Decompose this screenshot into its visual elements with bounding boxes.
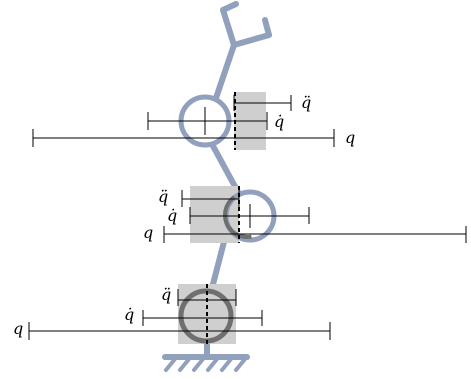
joint-3-acc-label: q̈ xyxy=(161,285,171,304)
joint-2-acc-label: q̈ xyxy=(158,187,168,206)
ground-hatch xyxy=(164,357,247,372)
joint-2-group: q̈ q̇ q xyxy=(143,186,467,243)
joint-1-pos-label: q xyxy=(345,128,355,147)
link-2-3 xyxy=(209,235,228,291)
link-1-2 xyxy=(210,143,241,195)
joint-3-vel-label: q̇ xyxy=(124,305,134,324)
joint-1-vel-label: q̇ xyxy=(274,112,284,131)
end-effector xyxy=(220,1,272,48)
joint-1-group: q̈ q̇ q xyxy=(32,92,355,150)
links xyxy=(209,42,241,291)
joint-2-vel-label: q̇ xyxy=(167,206,177,225)
joint-2-ghost-arc xyxy=(223,191,271,239)
joint-3-pos-label: q xyxy=(13,319,23,338)
joint-2-pos-label: q xyxy=(143,223,153,242)
link-1-tool xyxy=(213,42,237,101)
ground-base xyxy=(162,333,250,372)
joint-3-group: q̈ q̇ q xyxy=(13,284,331,344)
joint-1-acc-label: q̈ xyxy=(301,93,311,112)
